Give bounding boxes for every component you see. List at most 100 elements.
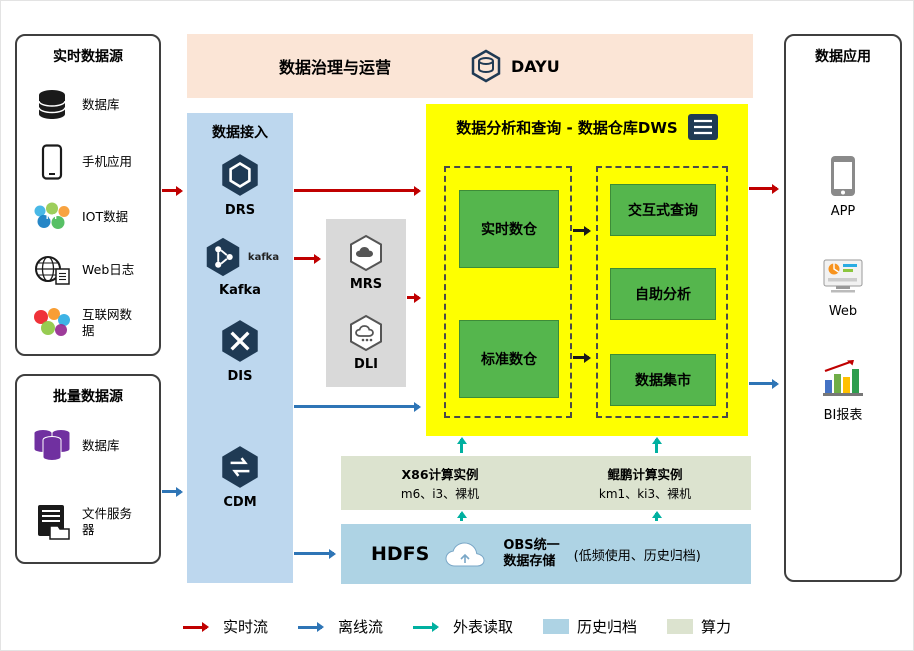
- arrow-ingestion-to-dws: [294, 185, 421, 196]
- kafka-icon: [206, 237, 240, 277]
- source-label: 手机应用: [82, 154, 133, 170]
- x86-compute: X86计算实例 m6、i3、裸机: [401, 464, 479, 502]
- drs-icon: [222, 154, 258, 196]
- database-cluster-icon: [31, 427, 73, 465]
- ingestion-column: 数据接入 DRS kafka Kafka: [187, 113, 293, 583]
- legend-item-external-read: 外表读取: [412, 616, 513, 637]
- service-dis: DIS: [187, 317, 293, 384]
- source-item-file-server: 文件服务器: [17, 494, 159, 550]
- drs-label: DRS: [224, 203, 256, 218]
- panel-batch-sources: 批量数据源 数据库: [15, 374, 161, 564]
- applications-title: 数据应用: [815, 49, 871, 65]
- app-item-bi: BI报表: [786, 358, 900, 423]
- arrow-cdm-to-hdfs: [294, 548, 336, 559]
- arrow-dws-to-web-bi: [749, 378, 779, 389]
- phone-icon: [31, 144, 73, 180]
- dayu-label: DAYU: [511, 56, 560, 76]
- batch-sources-title: 批量数据源: [53, 389, 123, 405]
- ingestion-title: 数据接入: [212, 125, 268, 141]
- source-item-batch-database: 数据库: [17, 418, 159, 474]
- iot-icon: IoT: [31, 202, 73, 232]
- document-list-icon: [687, 114, 718, 140]
- obs-cloud-icon: [445, 542, 485, 567]
- source-label: 互联网数据: [82, 307, 133, 338]
- source-item-weblog: Web日志: [17, 245, 159, 295]
- blue-arrow-sample: [297, 621, 330, 633]
- legend: 实时流 离线流 外表读取 历史归档 算力: [1, 616, 913, 637]
- storage-note: (低频使用、历史归档): [573, 548, 701, 564]
- app-label: APP: [830, 204, 856, 219]
- dws-box: 数据分析和查询 - 数据仓库DWS 实时数仓 标准数仓 交互式查询 自助分析 数…: [426, 104, 748, 436]
- arrow-middleware-to-dws: [407, 292, 421, 303]
- hdfs-label: HDFS: [371, 543, 430, 565]
- arrow-batch-to-ingestion: [162, 486, 183, 497]
- kunpeng-subtitle: km1、ki3、裸机: [598, 487, 692, 501]
- legend-item-compute: 算力: [667, 616, 731, 637]
- kafka-wordmark: kafka: [247, 251, 280, 263]
- self-service-analysis-box: 自助分析: [610, 268, 716, 320]
- source-label: 文件服务器: [82, 506, 133, 537]
- source-item-mobile: 手机应用: [17, 137, 159, 187]
- arrow-kafka-to-mrs: [294, 253, 321, 264]
- arrow-standard-warehouse-to-mart: [573, 352, 591, 363]
- panel-applications: 数据应用 APP Web: [784, 34, 902, 582]
- service-cdm: CDM: [187, 443, 293, 510]
- smartphone-icon: [831, 156, 855, 196]
- compute-strip: X86计算实例 m6、i3、裸机 鲲鹏计算实例 km1、ki3、裸机: [341, 456, 751, 510]
- legend-item-realtime: 实时流: [182, 616, 268, 637]
- interactive-query-box: 交互式查询: [610, 184, 716, 236]
- middleware-box: MRS DLI: [326, 219, 406, 387]
- warehouse-group: 实时数仓 标准数仓: [444, 166, 572, 418]
- governance-banner: 数据治理与运营 DAYU: [187, 34, 753, 98]
- arrow-dws-to-app: [749, 183, 779, 194]
- obs-label: OBS统一 数据存储: [503, 538, 559, 569]
- legend-label: 离线流: [337, 618, 383, 636]
- database-icon: [31, 89, 73, 121]
- source-item-iot: IoT IOT数据: [17, 192, 159, 242]
- archive-swatch: [543, 619, 569, 634]
- banner-title: 数据治理与运营: [279, 58, 392, 77]
- legend-item-archive: 历史归档: [543, 616, 637, 637]
- legend-item-offline: 离线流: [297, 616, 383, 637]
- compute-swatch: [667, 619, 694, 634]
- file-server-icon: [31, 503, 73, 541]
- legend-label: 外表读取: [452, 618, 513, 636]
- arrow-compute-to-dws-left: [456, 437, 467, 453]
- kafka-label: Kafka: [219, 283, 261, 298]
- storage-strip: HDFS OBS统一 数据存储 (低频使用、历史归档): [341, 524, 751, 584]
- app-item-app: APP: [786, 154, 900, 219]
- app-label: Web: [828, 304, 858, 319]
- source-label: 数据库: [82, 438, 120, 454]
- dws-title: 数据分析和查询 - 数据仓库DWS: [456, 118, 678, 137]
- service-kafka: kafka Kafka: [187, 235, 293, 298]
- data-mart-box: 数据集市: [610, 354, 716, 406]
- source-label: Web日志: [82, 262, 135, 278]
- source-label: IOT数据: [82, 209, 129, 225]
- web-dashboard-icon: [823, 259, 863, 293]
- legend-label: 历史归档: [577, 618, 638, 636]
- arrow-compute-to-dws-right: [651, 437, 662, 453]
- dayu-icon: [471, 49, 501, 83]
- source-label: 数据库: [82, 97, 120, 113]
- dis-icon: [222, 320, 258, 362]
- kunpeng-title: 鲲鹏计算实例: [607, 467, 683, 482]
- obs-line2: 数据存储: [503, 554, 556, 569]
- web-log-icon: [31, 254, 73, 286]
- app-item-web: Web: [786, 258, 900, 319]
- svg-text:IoT: IoT: [46, 213, 58, 221]
- dis-label: DIS: [227, 369, 253, 384]
- service-dli: DLI: [326, 313, 406, 372]
- x86-title: X86计算实例: [401, 467, 479, 482]
- internet-data-icon: [31, 307, 73, 339]
- source-item-internet: 互联网数据: [17, 298, 159, 348]
- red-arrow-sample: [182, 621, 215, 633]
- kunpeng-compute: 鲲鹏计算实例 km1、ki3、裸机: [599, 464, 691, 502]
- service-group: 交互式查询 自助分析 数据集市: [596, 166, 728, 418]
- service-drs: DRS: [187, 151, 293, 218]
- dli-icon: [350, 314, 382, 352]
- dws-header: 数据分析和查询 - 数据仓库DWS: [426, 104, 748, 140]
- legend-label: 算力: [701, 618, 732, 636]
- cdm-icon: [222, 446, 258, 488]
- x86-subtitle: m6、i3、裸机: [400, 487, 480, 501]
